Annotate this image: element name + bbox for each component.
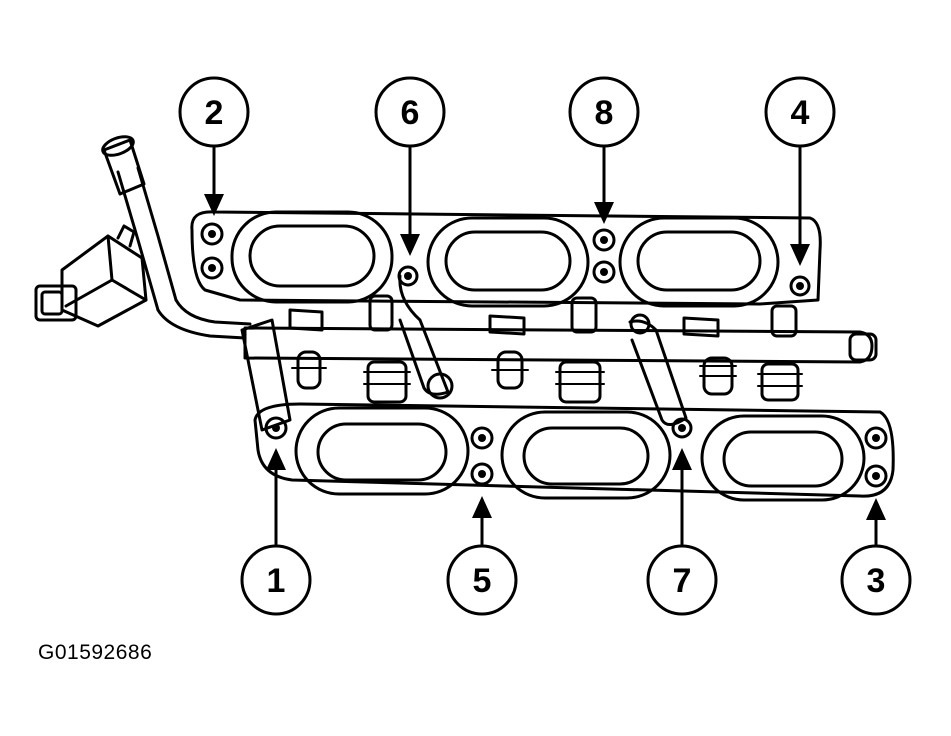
- callout-1: 1: [240, 544, 312, 616]
- lower-port-2: [500, 410, 672, 500]
- lower-bolt-holes: [264, 416, 888, 488]
- lower-port-3: [700, 414, 866, 502]
- fuel-pressure-sensor: [34, 224, 148, 328]
- rail-brackets: [240, 274, 688, 432]
- callout-label: 3: [867, 562, 886, 600]
- callout-3: 3: [840, 544, 912, 616]
- upper-port-2: [426, 216, 590, 308]
- callout-label: 7: [673, 562, 692, 600]
- callout-arrows: [204, 144, 886, 548]
- callout-5: 5: [446, 544, 518, 616]
- callout-4: 4: [764, 76, 836, 148]
- callout-label: 6: [401, 94, 420, 132]
- callout-label: 5: [473, 562, 492, 600]
- figure-id: G01592686: [38, 641, 153, 664]
- lower-manifold-flange: [253, 402, 895, 502]
- fuel-line-fitting: [101, 135, 146, 196]
- callout-7: 7: [646, 544, 718, 616]
- callout-label: 8: [595, 94, 614, 132]
- upper-bolt-holes: [200, 222, 811, 297]
- callout-label: 2: [205, 94, 224, 132]
- lower-port-1: [294, 406, 470, 496]
- fuel-injectors: [288, 294, 803, 404]
- callout-6: 6: [374, 76, 446, 148]
- upper-manifold-flange: [190, 210, 822, 308]
- upper-port-3: [618, 216, 780, 308]
- callout-8: 8: [568, 76, 640, 148]
- fuel-rail: [101, 135, 878, 364]
- upper-port-1: [230, 210, 394, 304]
- callout-label: 4: [791, 94, 810, 132]
- callout-2: 2: [178, 76, 250, 148]
- callout-label: 1: [267, 562, 286, 600]
